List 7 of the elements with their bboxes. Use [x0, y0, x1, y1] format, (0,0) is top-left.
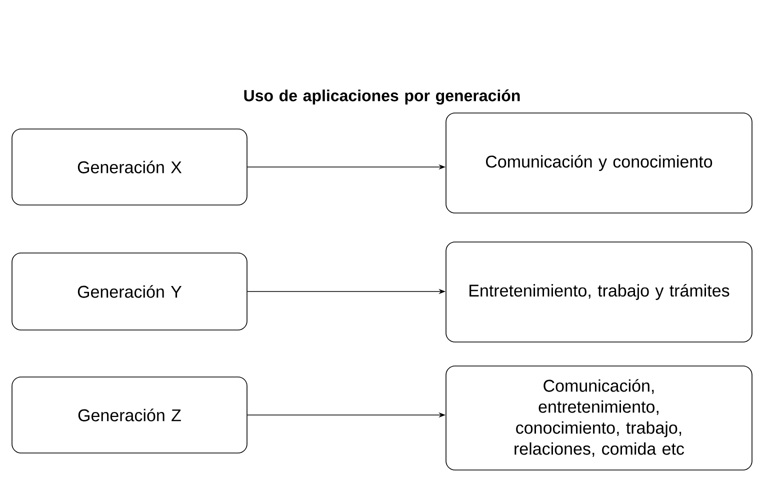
process-box: Entretenimiento, trabajo y trámites	[446, 242, 752, 342]
process-box: Comunicación y conocimiento	[446, 112, 752, 214]
process-box: Comunicación, entretenimiento, conocimiento, trabajo, relaciones, comida etc	[446, 366, 752, 470]
process-box: Generación Y	[12, 252, 248, 330]
process-box: Generación Z	[12, 376, 248, 454]
process-box: Generación X	[12, 128, 248, 206]
title: Uso de aplicaciones por generación	[244, 89, 520, 105]
